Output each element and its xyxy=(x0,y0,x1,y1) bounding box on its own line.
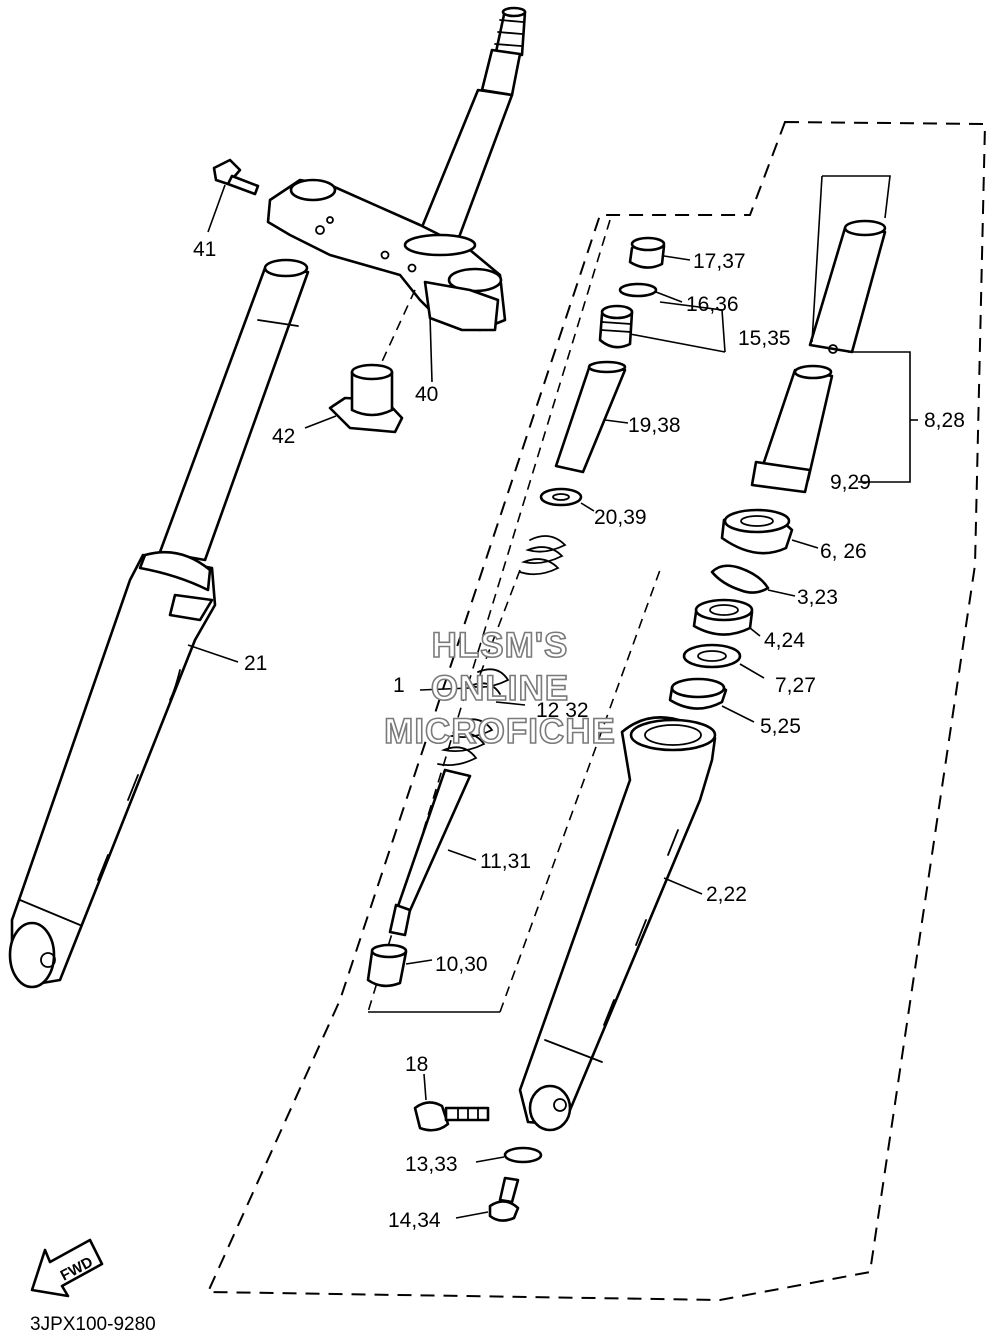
inner-tube-8 xyxy=(808,175,918,483)
cap-17 xyxy=(628,236,691,269)
outer-tube-2 xyxy=(518,716,717,1132)
watermark-line-3: MICROFICHE xyxy=(384,712,616,751)
label-7-27: 7,27 xyxy=(775,674,816,697)
watermark: HLSM'S ONLINE MICROFICHE xyxy=(383,625,616,752)
retaining-clip-3 xyxy=(710,564,796,597)
fwd-arrow-icon: FWD xyxy=(30,1238,104,1298)
oil-seal-4 xyxy=(692,598,761,637)
label-5-25: 5,25 xyxy=(760,715,801,738)
axle-bolt-18 xyxy=(413,1073,490,1132)
oil-lock-piece-10 xyxy=(366,943,433,988)
fork-spring-1 xyxy=(419,535,567,706)
inner-tube-9 xyxy=(750,364,834,494)
dust-seal-6 xyxy=(720,508,819,555)
label-42: 42 xyxy=(272,425,295,448)
label-17-37: 17,37 xyxy=(693,250,746,273)
o-ring-16 xyxy=(618,282,683,303)
label-15-35: 15,35 xyxy=(738,327,791,350)
label-3-23: 3,23 xyxy=(797,586,838,609)
diagram-code: 3JPX100-9280 xyxy=(30,1314,156,1335)
assembly-boundary-inner xyxy=(367,219,661,1013)
label-8-28: 8,28 xyxy=(924,409,965,432)
cap-bolt-15 xyxy=(598,301,726,353)
label-9-29: 9,29 xyxy=(830,471,871,494)
washer-7 xyxy=(682,643,765,679)
fork-leg-assembled-21 xyxy=(8,258,310,989)
drain-screw-14 xyxy=(455,1176,520,1222)
label-14-34: 14,34 xyxy=(388,1209,441,1232)
assembly-boundary-outer xyxy=(206,120,987,1302)
label-21: 21 xyxy=(244,652,267,675)
damper-rod-11 xyxy=(388,718,494,937)
stem-bushing-42 xyxy=(304,289,433,434)
label-18: 18 xyxy=(405,1053,428,1076)
label-12-32: 12 32 xyxy=(536,699,589,722)
label-13-33: 13,33 xyxy=(405,1153,458,1176)
label-2-22: 2,22 xyxy=(706,883,747,906)
label-40: 40 xyxy=(415,383,438,406)
label-4-24: 4,24 xyxy=(764,629,805,652)
pinch-bolt-41 xyxy=(207,158,260,233)
steering-stem xyxy=(418,6,527,242)
label-1: 1 xyxy=(393,674,405,697)
label-6-26: 6, 26 xyxy=(820,540,867,563)
watermark-line-2: ONLINE xyxy=(431,669,569,708)
label-20-39: 20,39 xyxy=(594,506,647,529)
label-19-38: 19,38 xyxy=(628,414,681,437)
washer-20 xyxy=(539,487,595,512)
lower-bracket xyxy=(266,178,507,332)
spacer-pipe-19 xyxy=(554,360,629,474)
label-10-30: 10,30 xyxy=(435,953,488,976)
watermark-line-1: HLSM'S xyxy=(432,626,569,665)
label-11-31: 11,31 xyxy=(480,850,531,873)
label-16-36: 16,36 xyxy=(686,293,739,316)
slide-metal-5 xyxy=(668,677,755,723)
washer-13 xyxy=(475,1146,543,1164)
label-41: 41 xyxy=(193,238,216,261)
